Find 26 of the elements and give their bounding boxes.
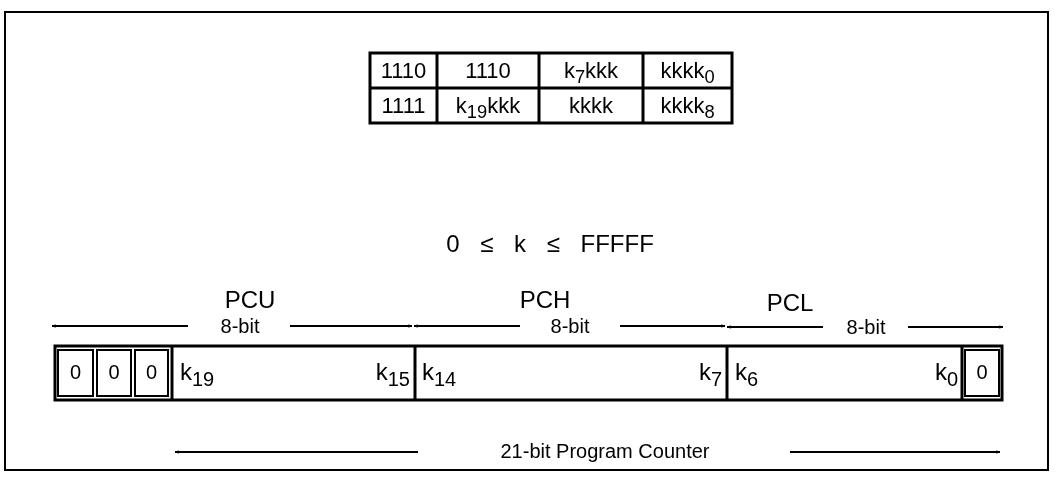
table-cell-text: kkkk$_{0}$ xyxy=(659,60,716,87)
bit-label: k$_{6}$ xyxy=(735,360,760,389)
dimension-label: 8-bit xyxy=(845,317,887,337)
bit-value: 0 xyxy=(107,362,121,382)
register-name: PCL xyxy=(765,291,815,315)
table-cell-text: k$_{7}$kkk xyxy=(562,60,620,87)
bit-label: k$_{14}$ xyxy=(422,360,458,389)
bit-value: 0 xyxy=(68,362,83,382)
register-name: PCH xyxy=(518,288,572,312)
bit-label: k$_{7}$ xyxy=(697,360,722,389)
range-formula: 0 ≤ k ≤ FFFFF xyxy=(445,232,655,256)
table-cell-text: 1110 xyxy=(379,60,428,82)
dimension-label: 8-bit xyxy=(219,316,261,336)
table-cell-text: 1110 xyxy=(464,60,512,82)
dimension-label: 21-bit Program Counter xyxy=(499,441,711,461)
bit-value: 0 xyxy=(975,362,989,382)
dimension-label: 8-bit xyxy=(549,316,591,336)
table-cell-text: 1111 xyxy=(380,95,427,117)
register-name: PCU xyxy=(223,288,277,312)
bit-label: k$_{0}$ xyxy=(933,360,958,389)
table-cell-text: kkkk xyxy=(568,95,614,117)
bit-label: k$_{19}$ xyxy=(180,360,216,389)
bit-label: k$_{15}$ xyxy=(374,360,410,389)
bit-value: 0 xyxy=(144,362,159,382)
table-cell-text: k$_{19}$kkk xyxy=(454,95,522,122)
table-cell-text: kkkk$_{8}$ xyxy=(659,95,716,122)
